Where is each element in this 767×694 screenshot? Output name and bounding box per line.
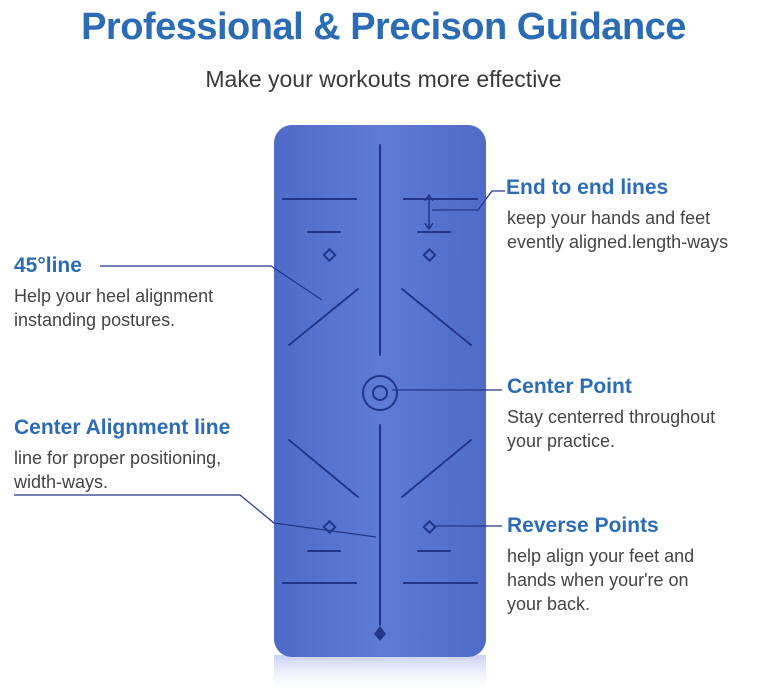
callout-center-alignment-label: Center Alignment line [14,416,231,439]
callout-end-to-end-desc: keep your hands and feet evently aligned… [507,208,729,252]
center-point-inner [372,385,388,401]
diag-bottom-right [401,439,472,498]
callout-45-line-desc: Help your heel alignment instanding post… [14,286,214,330]
diag-bottom-left [288,439,359,498]
leader-end-to-end [432,190,505,211]
center-point-outer [362,375,398,411]
bottom-arrow-mark [374,626,386,641]
callout-reverse-points-label: Reverse Points [507,514,659,537]
leader-center-alignment [14,494,377,538]
mat-reflection [274,655,486,694]
callout-center-point-desc: Stay centerred throughout your practice. [507,407,716,451]
diamond-bottom-right [422,519,437,535]
page-subtitle: Make your workouts more effective [205,66,562,92]
callout-45-line-label: 45°line [14,254,82,277]
diag-top-right [401,288,472,346]
callout-end-to-end-label: End to end lines [506,176,669,199]
diamond-top-right [422,247,437,263]
page-title: Professional & Precison Guidance [81,6,686,48]
callout-center-point-label: Center Point [507,375,632,398]
diag-top-left [288,288,359,346]
diamond-top-left [322,247,337,263]
callout-reverse-points-desc: help align your feet and hands when your… [507,546,695,614]
callout-center-alignment-desc: line for proper positioning, width-ways. [14,448,222,492]
leader-45-line [100,265,323,301]
